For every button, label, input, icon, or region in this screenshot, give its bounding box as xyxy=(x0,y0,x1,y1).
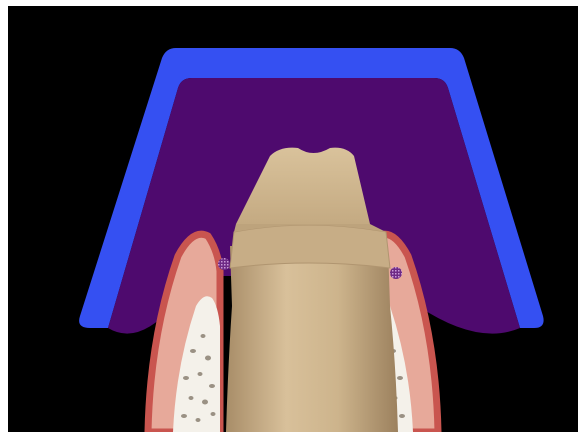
left-retraction-cord xyxy=(218,258,230,270)
diagram-frame xyxy=(8,6,578,432)
tooth-root xyxy=(226,246,398,432)
right-retraction-cord xyxy=(390,267,402,279)
dental-illustration xyxy=(8,6,578,432)
finish-line-margin xyxy=(230,225,390,268)
